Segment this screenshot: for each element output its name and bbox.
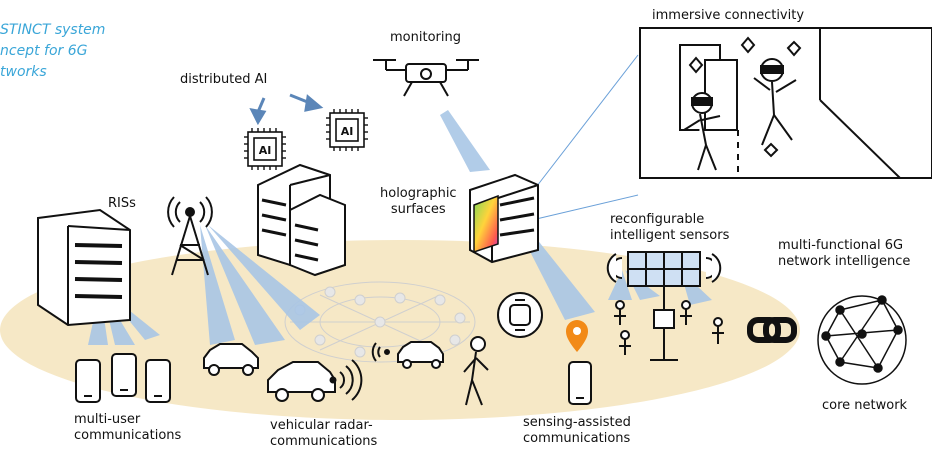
core-network-icon <box>817 295 907 385</box>
phones <box>75 353 592 405</box>
sensors-line-2: intelligent sensors <box>610 228 730 243</box>
projection-lines <box>529 54 639 221</box>
immersive-label: immersive connectivity <box>652 8 805 23</box>
holographic-panel <box>473 194 499 254</box>
sensor-array <box>606 251 724 361</box>
link-icon <box>747 317 797 343</box>
drone <box>373 59 479 97</box>
ai-arrows <box>249 93 324 126</box>
ris-label: RISs <box>108 196 136 211</box>
multifunctional-line-1: multi-functional 6G <box>778 238 904 253</box>
walking-person <box>463 292 543 406</box>
sensors-line-1: reconfigurable <box>610 212 705 227</box>
vehicular-line-1: vehicular radar- <box>270 418 373 433</box>
multiuser-label: multi-user communications <box>74 412 181 444</box>
radar-waves-icon <box>329 342 390 401</box>
distributed-ai-label: distributed AI <box>180 72 268 87</box>
title-line-1: STINCT system <box>0 22 106 38</box>
vehicular-label: vehicular radar- communications <box>270 418 377 450</box>
diagram-title: STINCT system ncept for 6G tworks <box>0 20 105 83</box>
ris-building <box>37 208 131 327</box>
vehicular-line-2: communications <box>270 434 378 449</box>
beams <box>88 110 712 345</box>
ground-area <box>0 240 800 420</box>
ai-chip-left-text: AI <box>259 144 272 157</box>
sensing-label: sensing-assisted communications <box>523 415 631 447</box>
holographic-building <box>469 173 539 264</box>
core-network-label: core network <box>822 398 908 413</box>
title-line-3: tworks <box>0 64 47 80</box>
sensing-line-2: communications <box>523 431 631 446</box>
ai-chip-left <box>244 128 286 170</box>
holographic-line-2: surfaces <box>390 202 446 217</box>
central-building <box>257 163 346 277</box>
multifunctional-label: multi-functional 6G network intelligence <box>778 238 910 270</box>
sensors-label: reconfigurable intelligent sensors <box>610 212 729 244</box>
ai-chip-right <box>326 109 368 151</box>
ai-chip-right-text: AI <box>341 125 354 138</box>
monitoring-label: monitoring <box>390 30 461 45</box>
immersive-scene <box>639 27 932 179</box>
sensing-line-1: sensing-assisted <box>523 415 631 430</box>
holographic-label: holographic surfaces <box>380 186 457 218</box>
multiuser-line-2: communications <box>74 428 182 443</box>
holographic-line-1: holographic <box>380 186 457 201</box>
multifunctional-line-2: network intelligence <box>778 254 911 269</box>
cell-tower <box>167 196 213 276</box>
location-pin-icon <box>566 320 588 352</box>
background-mesh <box>284 281 476 363</box>
title-line-2: ncept for 6G <box>0 43 88 59</box>
cars <box>203 341 444 402</box>
multiuser-line-1: multi-user <box>74 412 141 427</box>
